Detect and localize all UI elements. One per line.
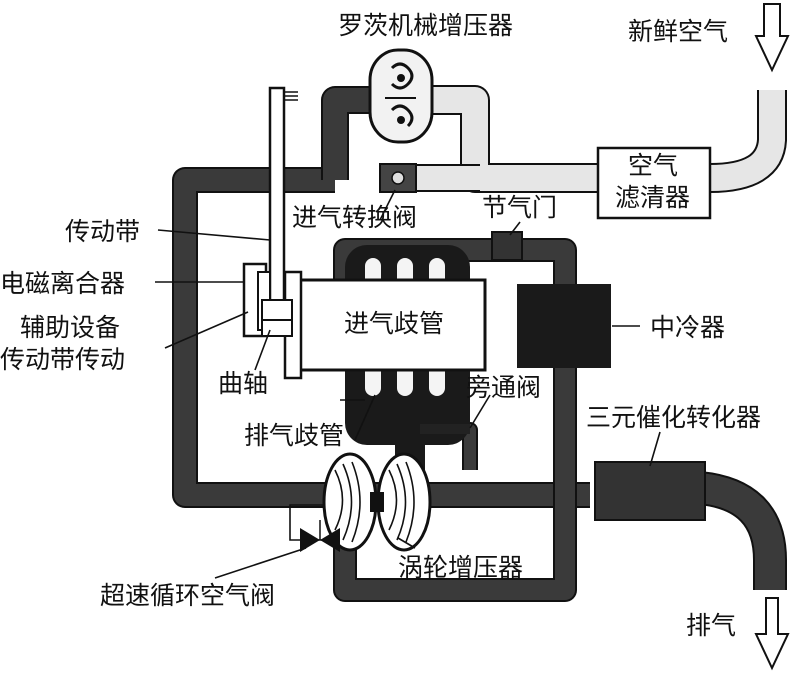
air-filter xyxy=(596,146,712,220)
throttle-label: 节气门 xyxy=(482,193,557,222)
intercooler-loop-pipe xyxy=(333,238,577,602)
fresh-air-inlet-pipe xyxy=(709,90,787,193)
intercooler-label: 中冷器 xyxy=(650,313,725,342)
three-way-catalyst-label: 三元催化转化器 xyxy=(586,403,761,432)
supercharger-inlet-pipe xyxy=(321,86,375,180)
drive-belt-label: 传动带 xyxy=(65,217,140,246)
air-filter-label-line2: 滤清器 xyxy=(615,183,690,212)
overspeed-air-valve-label: 超速循环空气阀 xyxy=(100,581,275,610)
exhaust-manifold-label: 排气歧管 xyxy=(244,421,344,450)
electromagnetic-clutch xyxy=(242,262,293,338)
bypass-valve-label: 旁通阀 xyxy=(466,373,541,402)
labels: 罗茨机械增压器 新鲜空气 空气 滤清器 进气转换阀 节气门 传动带 电磁离合器 … xyxy=(0,11,761,640)
exhaust-arrow-icon xyxy=(754,597,790,671)
intake-switch-valve xyxy=(379,163,417,193)
bypass-valve xyxy=(420,424,470,434)
roots-supercharger xyxy=(368,48,434,144)
intake-manifold xyxy=(283,270,487,380)
accessory-drive-label-line2: 传动带传动 xyxy=(0,345,125,374)
leader-lines xyxy=(155,189,661,579)
exhaust-label: 排气 xyxy=(686,611,736,640)
intake-switch-valve-label: 进气转换阀 xyxy=(292,203,417,232)
crankshaft-label: 曲轴 xyxy=(218,369,268,398)
crankshaft xyxy=(261,319,293,337)
throttle xyxy=(491,231,523,261)
turbocharger-label: 涡轮增压器 xyxy=(398,553,523,582)
electromagnetic-clutch-label: 电磁离合器 xyxy=(0,269,125,298)
air-filter-label-line1: 空气 xyxy=(628,151,678,180)
fresh-air-arrow-icon xyxy=(754,3,790,73)
intake-manifold-label: 进气歧管 xyxy=(344,309,444,338)
fresh-air-label: 新鲜空气 xyxy=(628,17,728,46)
turbocharger xyxy=(322,452,432,552)
intercooler xyxy=(517,284,611,368)
three-way-catalyst xyxy=(594,461,706,521)
overspeed-air-valve xyxy=(300,520,340,552)
accessory-drive-label-line1: 辅助设备 xyxy=(20,313,120,342)
exhaust-pipe xyxy=(697,471,787,590)
roots-supercharger-label: 罗茨机械增压器 xyxy=(338,11,513,40)
